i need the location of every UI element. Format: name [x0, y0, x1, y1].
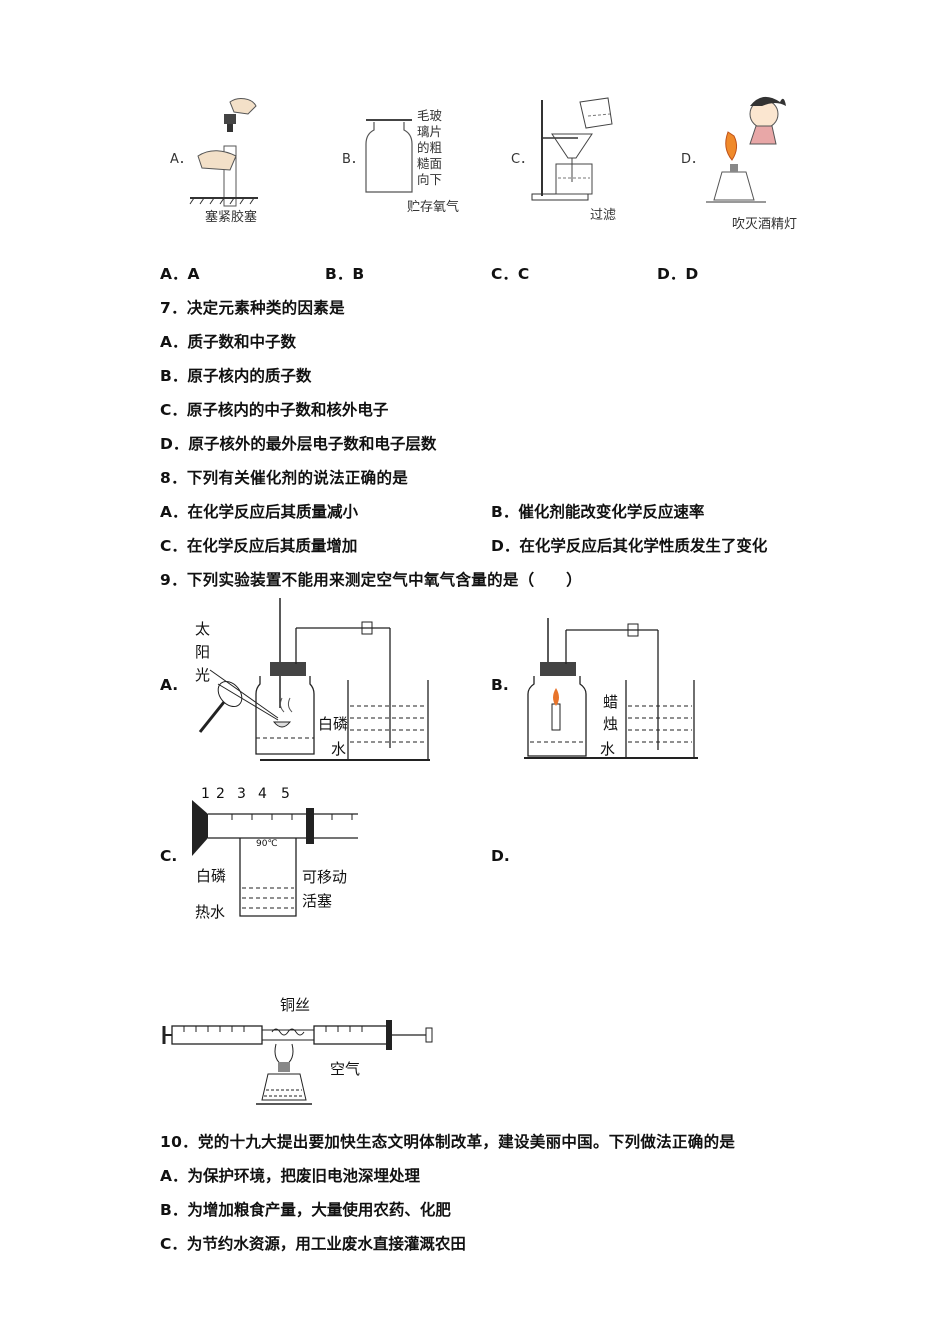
q9-option-c-letter[interactable]: C. — [160, 847, 178, 865]
q9-c-temp-label: 90℃ — [256, 839, 278, 849]
question-8-stem: 8．下列有关催化剂的说法正确的是 — [160, 469, 409, 487]
q9-c-apparatus — [192, 800, 358, 917]
question-7-stem: 7．决定元素种类的因素是 — [160, 299, 345, 317]
q9-d-air-label: 空气 — [330, 1060, 361, 1078]
q7-option-b[interactable]: B．原子核内的质子数 — [160, 367, 312, 385]
q10-option-a[interactable]: A．为保护环境，把废旧电池深埋处理 — [160, 1167, 420, 1185]
q8-option-a[interactable]: A．在化学反应后其质量减小 — [160, 503, 358, 521]
q6-option-d[interactable]: D．D — [657, 265, 699, 283]
figure-b-letter: B． — [342, 152, 364, 167]
q9-b-water-label: 水 — [600, 740, 616, 758]
q9-b-candle-label: 蜡 烛 — [603, 693, 619, 733]
filter-setup-icon — [531, 97, 613, 201]
question-10-stem: 10．党的十九大提出要加快生态文明体制改革，建设美丽中国。下列做法正确的是 — [160, 1133, 736, 1151]
q7-option-d[interactable]: D．原子核外的最外层电子数和电子层数 — [160, 435, 437, 453]
q9-a-apparatus — [198, 598, 430, 761]
figure-d-caption: 吹灭酒精灯 — [732, 217, 798, 232]
q9-a-sun-label: 太 阳 光 — [195, 620, 211, 684]
q9-c-hot-water-label: 热水 — [195, 903, 226, 921]
q9-a-water-label: 水 — [331, 740, 347, 758]
figure-a-caption: 塞紧胶塞 — [205, 210, 258, 225]
question-9-stem: 9．下列实验装置不能用来测定空气中氧气含量的是（ ） — [160, 571, 582, 589]
q9-c-piston-label: 可移动 活塞 — [302, 868, 348, 910]
q8-option-c[interactable]: C．在化学反应后其质量增加 — [160, 537, 358, 555]
q10-option-c[interactable]: C．为节约水资源，用工业废水直接灌溉农田 — [160, 1235, 466, 1253]
q6-option-a[interactable]: A．A — [160, 265, 200, 283]
figure-d-letter: D． — [681, 152, 705, 167]
q6-option-c[interactable]: C．C — [491, 265, 530, 283]
figure-b-caption: 贮存氧气 — [407, 200, 460, 215]
q9-c-phosphorus-label: 白磷 — [196, 867, 227, 885]
q9-a-phosphorus-label: 白磷 — [318, 715, 349, 733]
q6-option-b[interactable]: B．B — [325, 265, 365, 283]
q8-option-b[interactable]: B．催化剂能改变化学反应速率 — [491, 503, 705, 521]
q9-d-apparatus — [162, 1020, 433, 1105]
q7-option-a[interactable]: A．质子数和中子数 — [160, 333, 296, 351]
q9-option-b-letter[interactable]: B. — [491, 676, 509, 694]
q9-option-d-letter[interactable]: D. — [491, 847, 510, 865]
figure-a-letter: A． — [170, 152, 192, 167]
figure-c-letter: C． — [511, 152, 534, 167]
q9-option-a-letter[interactable]: A. — [160, 676, 179, 694]
alcohol-lamp-blowing-icon — [706, 96, 786, 203]
q10-option-b[interactable]: B．为增加粮食产量，大量使用农药、化肥 — [160, 1201, 451, 1219]
q8-option-d[interactable]: D．在化学反应后其化学性质发生了变化 — [491, 537, 768, 555]
q9-b-apparatus — [524, 618, 698, 759]
figure-c-caption: 过滤 — [590, 208, 617, 223]
q7-option-c[interactable]: C．原子核内的中子数和核外电子 — [160, 401, 389, 419]
figure-b-note: 毛玻 璃片 的粗 糙面 向下 — [417, 108, 443, 187]
figure-a-drawing — [189, 98, 258, 207]
q9-d-wire-label: 铜丝 — [280, 996, 311, 1014]
gas-bottle-icon — [365, 119, 413, 193]
